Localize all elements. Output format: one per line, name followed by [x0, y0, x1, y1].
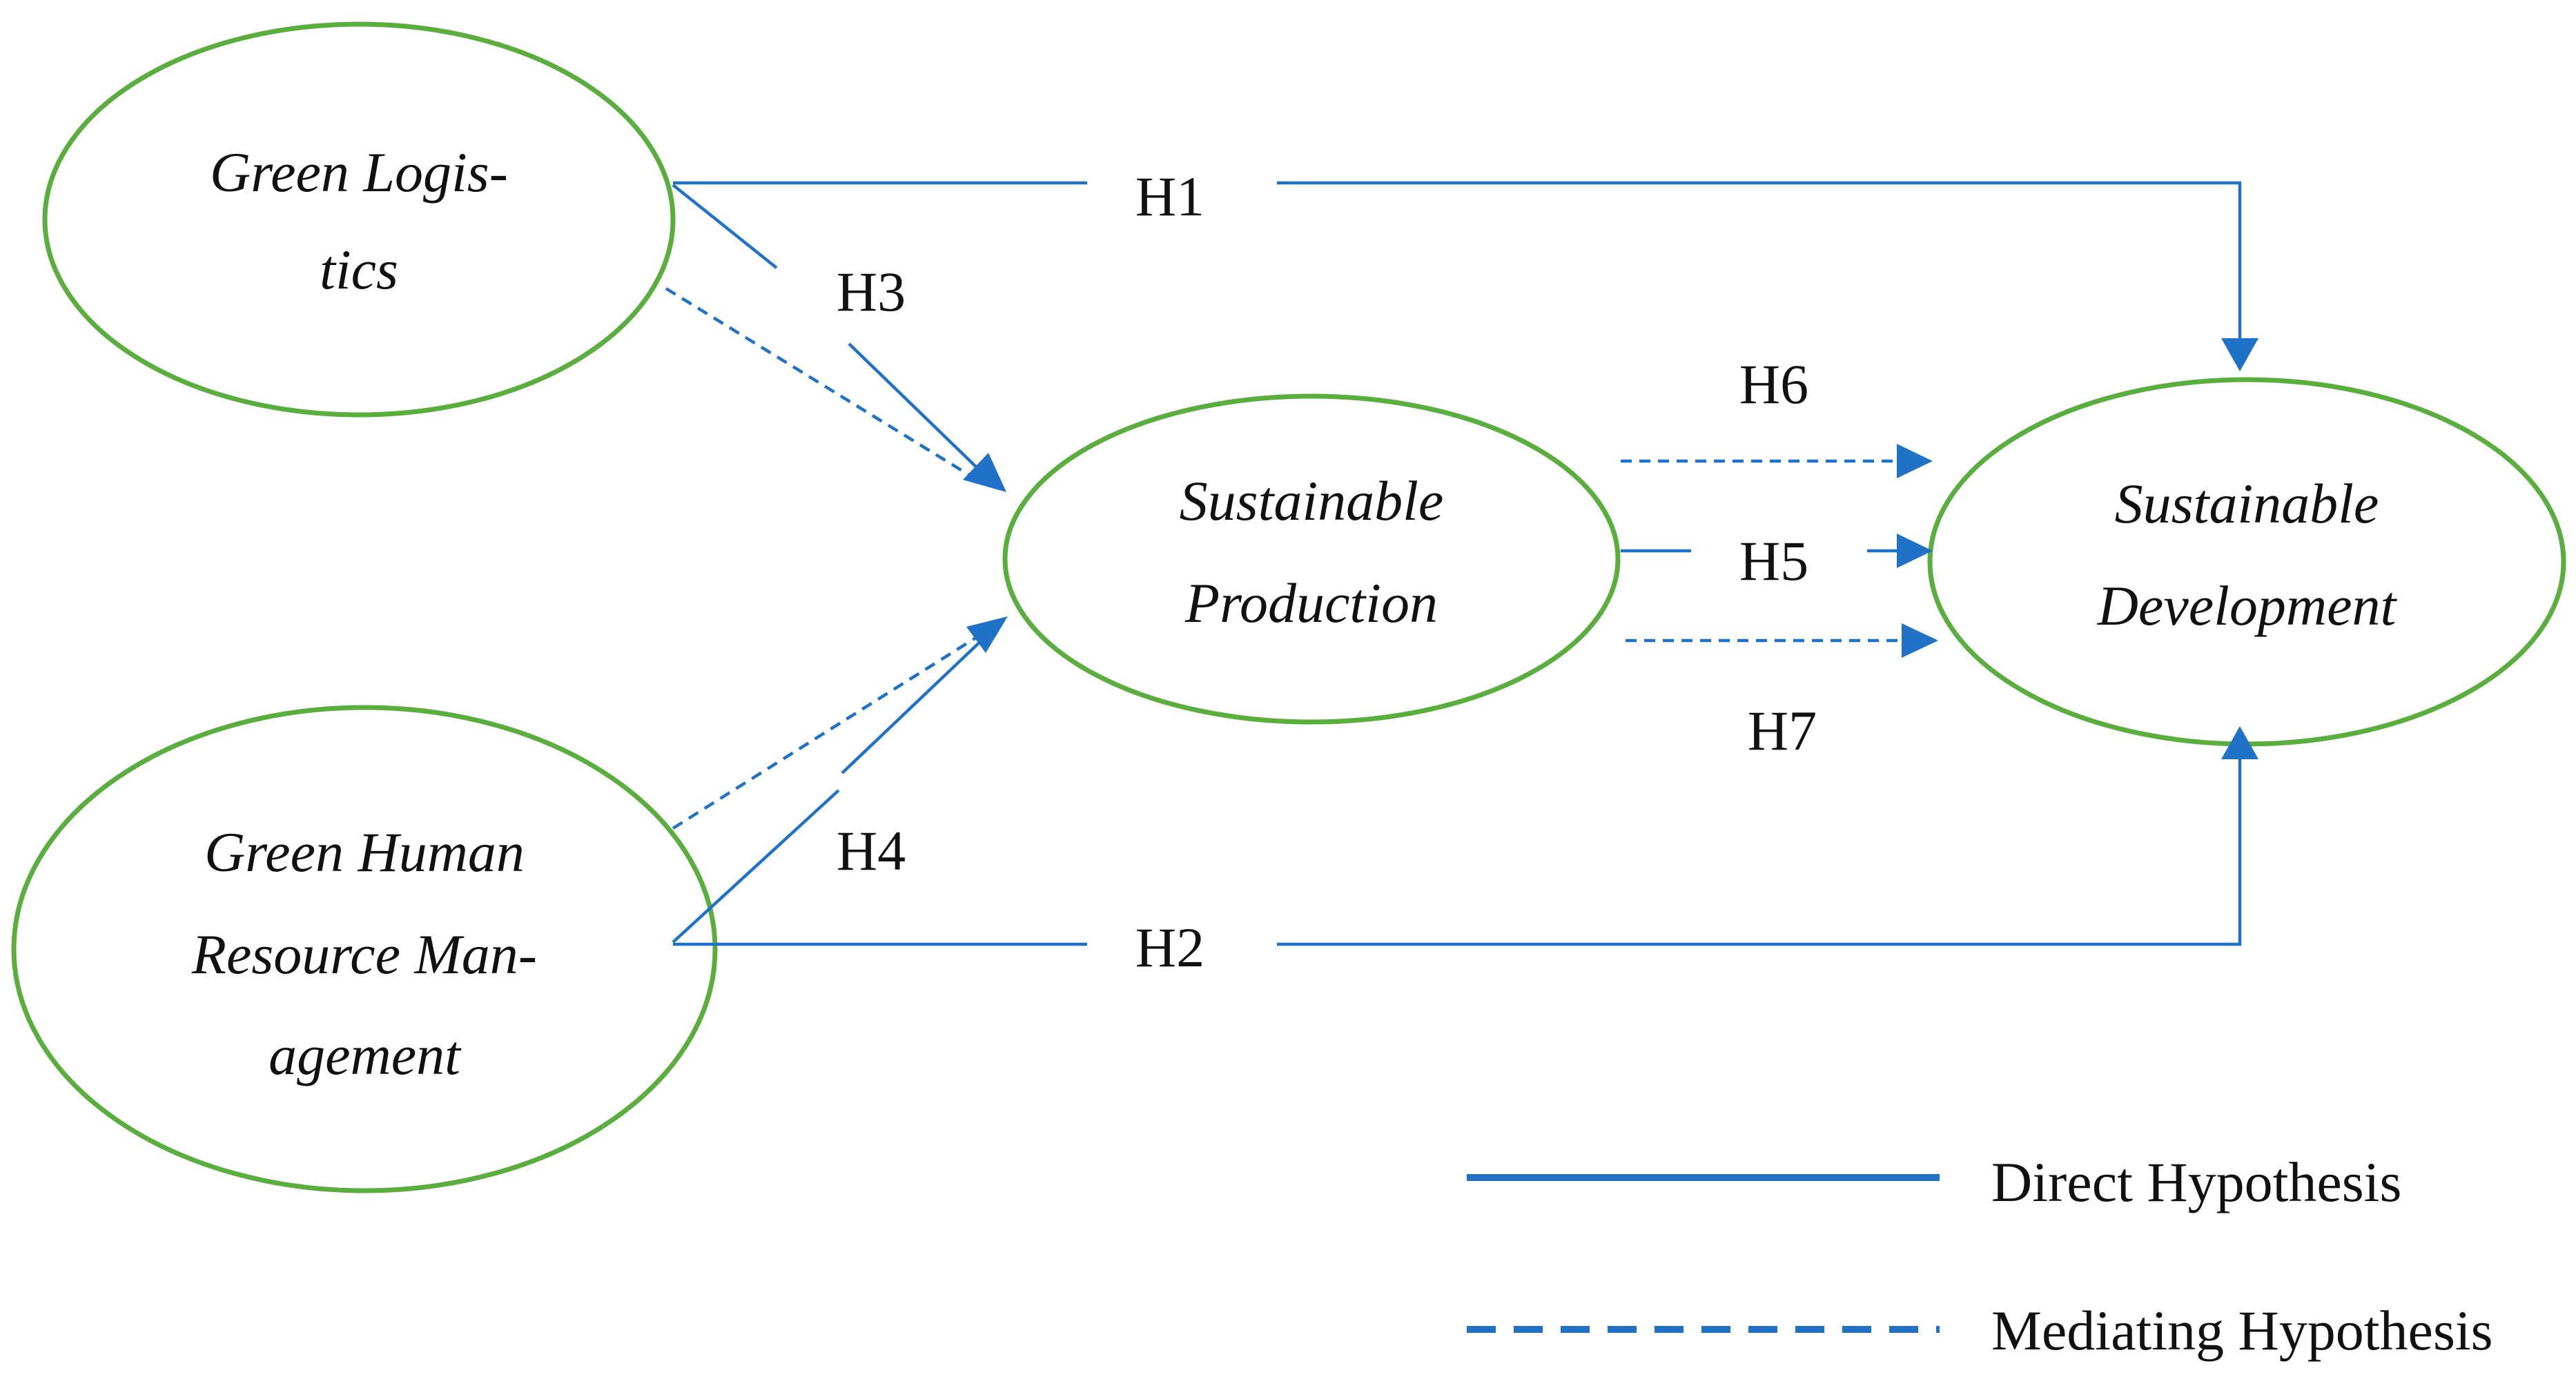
node-sustainable-production-ellipse: [1002, 393, 1621, 725]
node-green-logistics-line1: Green Logis-: [210, 141, 508, 204]
edge-h2: H2: [673, 726, 2258, 979]
hypothesis-label-h5: H5: [1739, 529, 1808, 592]
hypothesis-label-h1: H1: [1135, 165, 1204, 228]
edge-h5: H5: [1621, 529, 1933, 592]
node-sustainable-development: Sustainable Development: [1927, 377, 2566, 747]
edge-h2-segment-right: [1277, 756, 2242, 946]
edge-h7: H7: [1626, 623, 1938, 762]
hypothesis-label-h3: H3: [837, 260, 906, 323]
node-green-logistics-line2: tics: [320, 238, 398, 301]
edge-h1-arrowhead: [2221, 338, 2258, 371]
node-sustainable-production-line1: Sustainable: [1180, 469, 1444, 532]
edge-h6: H6: [1621, 353, 1933, 478]
edge-h4: H4: [672, 616, 1008, 944]
node-sustainable-production: Sustainable Production: [1002, 393, 1621, 725]
node-sustainable-production-line2: Production: [1184, 572, 1438, 634]
edge-h1-segment-right: [1277, 181, 2242, 345]
edge-h4-arrowhead: [966, 616, 1008, 653]
edge-h4-solid-upper: [841, 637, 985, 774]
node-green-hrm: Green Human Resource Man- agement: [11, 705, 718, 1193]
hypothesis-label-h6: H6: [1739, 353, 1808, 416]
edge-h7-arrowhead: [1902, 623, 1938, 658]
node-green-hrm-line2: Resource Man-: [191, 923, 537, 986]
legend-direct-label: Direct Hypothesis: [1991, 1151, 2401, 1213]
node-green-hrm-ellipse: [11, 705, 718, 1193]
edge-h4-dashed: [672, 634, 982, 830]
node-sustainable-development-line1: Sustainable: [2115, 472, 2379, 535]
edge-h3-dashed: [665, 287, 982, 483]
node-sustainable-development-ellipse: [1927, 377, 2566, 747]
edge-h2-arrowhead: [2221, 726, 2258, 759]
edge-h4-solid-lower: [672, 789, 840, 944]
legend: Direct Hypothesis Mediating Hypothesis: [1467, 1151, 2493, 1362]
edge-h6-arrowhead: [1897, 444, 1933, 478]
node-green-logistics-ellipse: [42, 21, 676, 418]
node-green-hrm-line3: agement: [269, 1024, 462, 1086]
hypothesis-label-h2: H2: [1135, 916, 1204, 979]
node-green-hrm-line1: Green Human: [204, 821, 525, 884]
node-green-logistics: Green Logis- tics: [42, 21, 676, 418]
hypothesis-label-h7: H7: [1748, 699, 1817, 762]
edge-h3-solid-upper: [672, 184, 778, 269]
hypothesis-label-h4: H4: [837, 819, 906, 882]
edge-h1: H1: [673, 165, 2258, 371]
legend-mediating-label: Mediating Hypothesis: [1991, 1299, 2493, 1362]
edge-h5-arrowhead: [1897, 534, 1933, 568]
edge-h3-solid-lower: [848, 342, 982, 472]
edge-h3: H3: [665, 184, 1006, 492]
edge-h3-arrowhead: [963, 453, 1006, 492]
node-sustainable-development-line2: Development: [2097, 574, 2398, 637]
